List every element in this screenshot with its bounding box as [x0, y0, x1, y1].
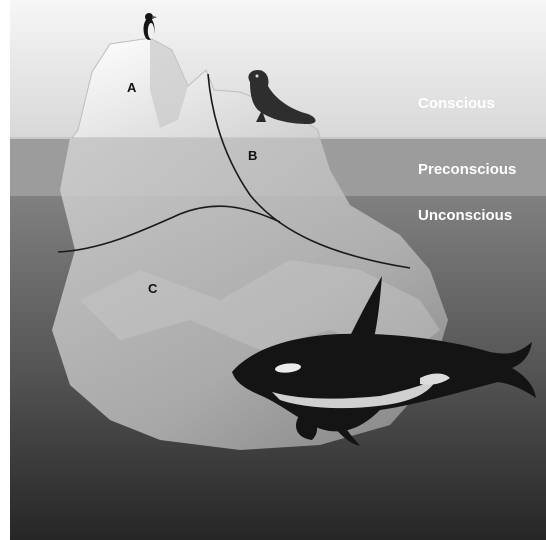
region-label-b: B: [248, 148, 257, 163]
region-label-a: A: [127, 80, 137, 95]
left-margin: [0, 0, 10, 540]
region-label-c: C: [148, 281, 158, 296]
preconscious-label: Preconscious: [418, 161, 516, 178]
unconscious-label: Unconscious: [418, 207, 512, 224]
conscious-label: Conscious: [418, 95, 495, 112]
